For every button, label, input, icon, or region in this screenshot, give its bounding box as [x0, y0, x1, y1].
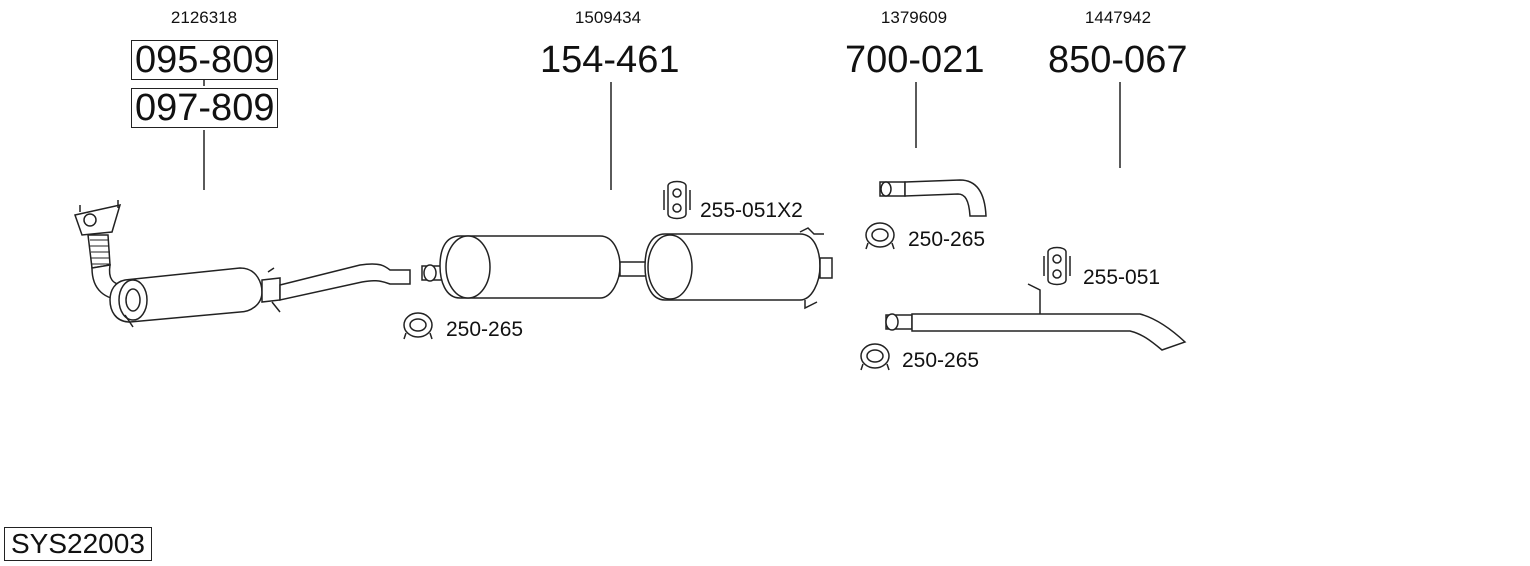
part-number-bend[interactable]: 700-021	[845, 39, 985, 81]
accessory-label-hanger-rear[interactable]: 255-051	[1083, 266, 1161, 289]
clamp-icon-rear	[860, 343, 890, 371]
oe-number-middle: 1509434	[574, 8, 642, 27]
hanger-icon-rear	[1043, 246, 1071, 286]
tailpipe-bend-part	[879, 179, 987, 217]
tailpipe-part	[885, 283, 1187, 351]
hanger-icon-middle	[663, 180, 691, 220]
oe-number-bend: 1379609	[880, 8, 948, 27]
accessory-label-clamp-rear[interactable]: 250-265	[902, 349, 980, 372]
clamp-icon-bend	[865, 222, 895, 250]
oe-number-tailpipe: 1447942	[1084, 8, 1152, 27]
accessory-label-clamp-bend[interactable]: 250-265	[908, 228, 986, 251]
oe-number-catalytic: 2126318	[170, 8, 238, 27]
part-number-middle[interactable]: 154-461	[540, 39, 680, 81]
middle-silencer-part	[421, 227, 833, 310]
catalytic-converter-part	[74, 200, 411, 328]
part-number-tailpipe[interactable]: 850-067	[1048, 39, 1188, 81]
clamp-icon-front	[403, 312, 433, 340]
accessory-label-clamp-front[interactable]: 250-265	[446, 318, 524, 341]
part-number-catalytic-alt[interactable]: 097-809	[131, 88, 279, 128]
system-id-label: SYS22003	[4, 527, 152, 561]
accessory-label-hanger-middle[interactable]: 255-051X2	[700, 199, 803, 222]
part-number-catalytic[interactable]: 095-809	[131, 40, 279, 80]
